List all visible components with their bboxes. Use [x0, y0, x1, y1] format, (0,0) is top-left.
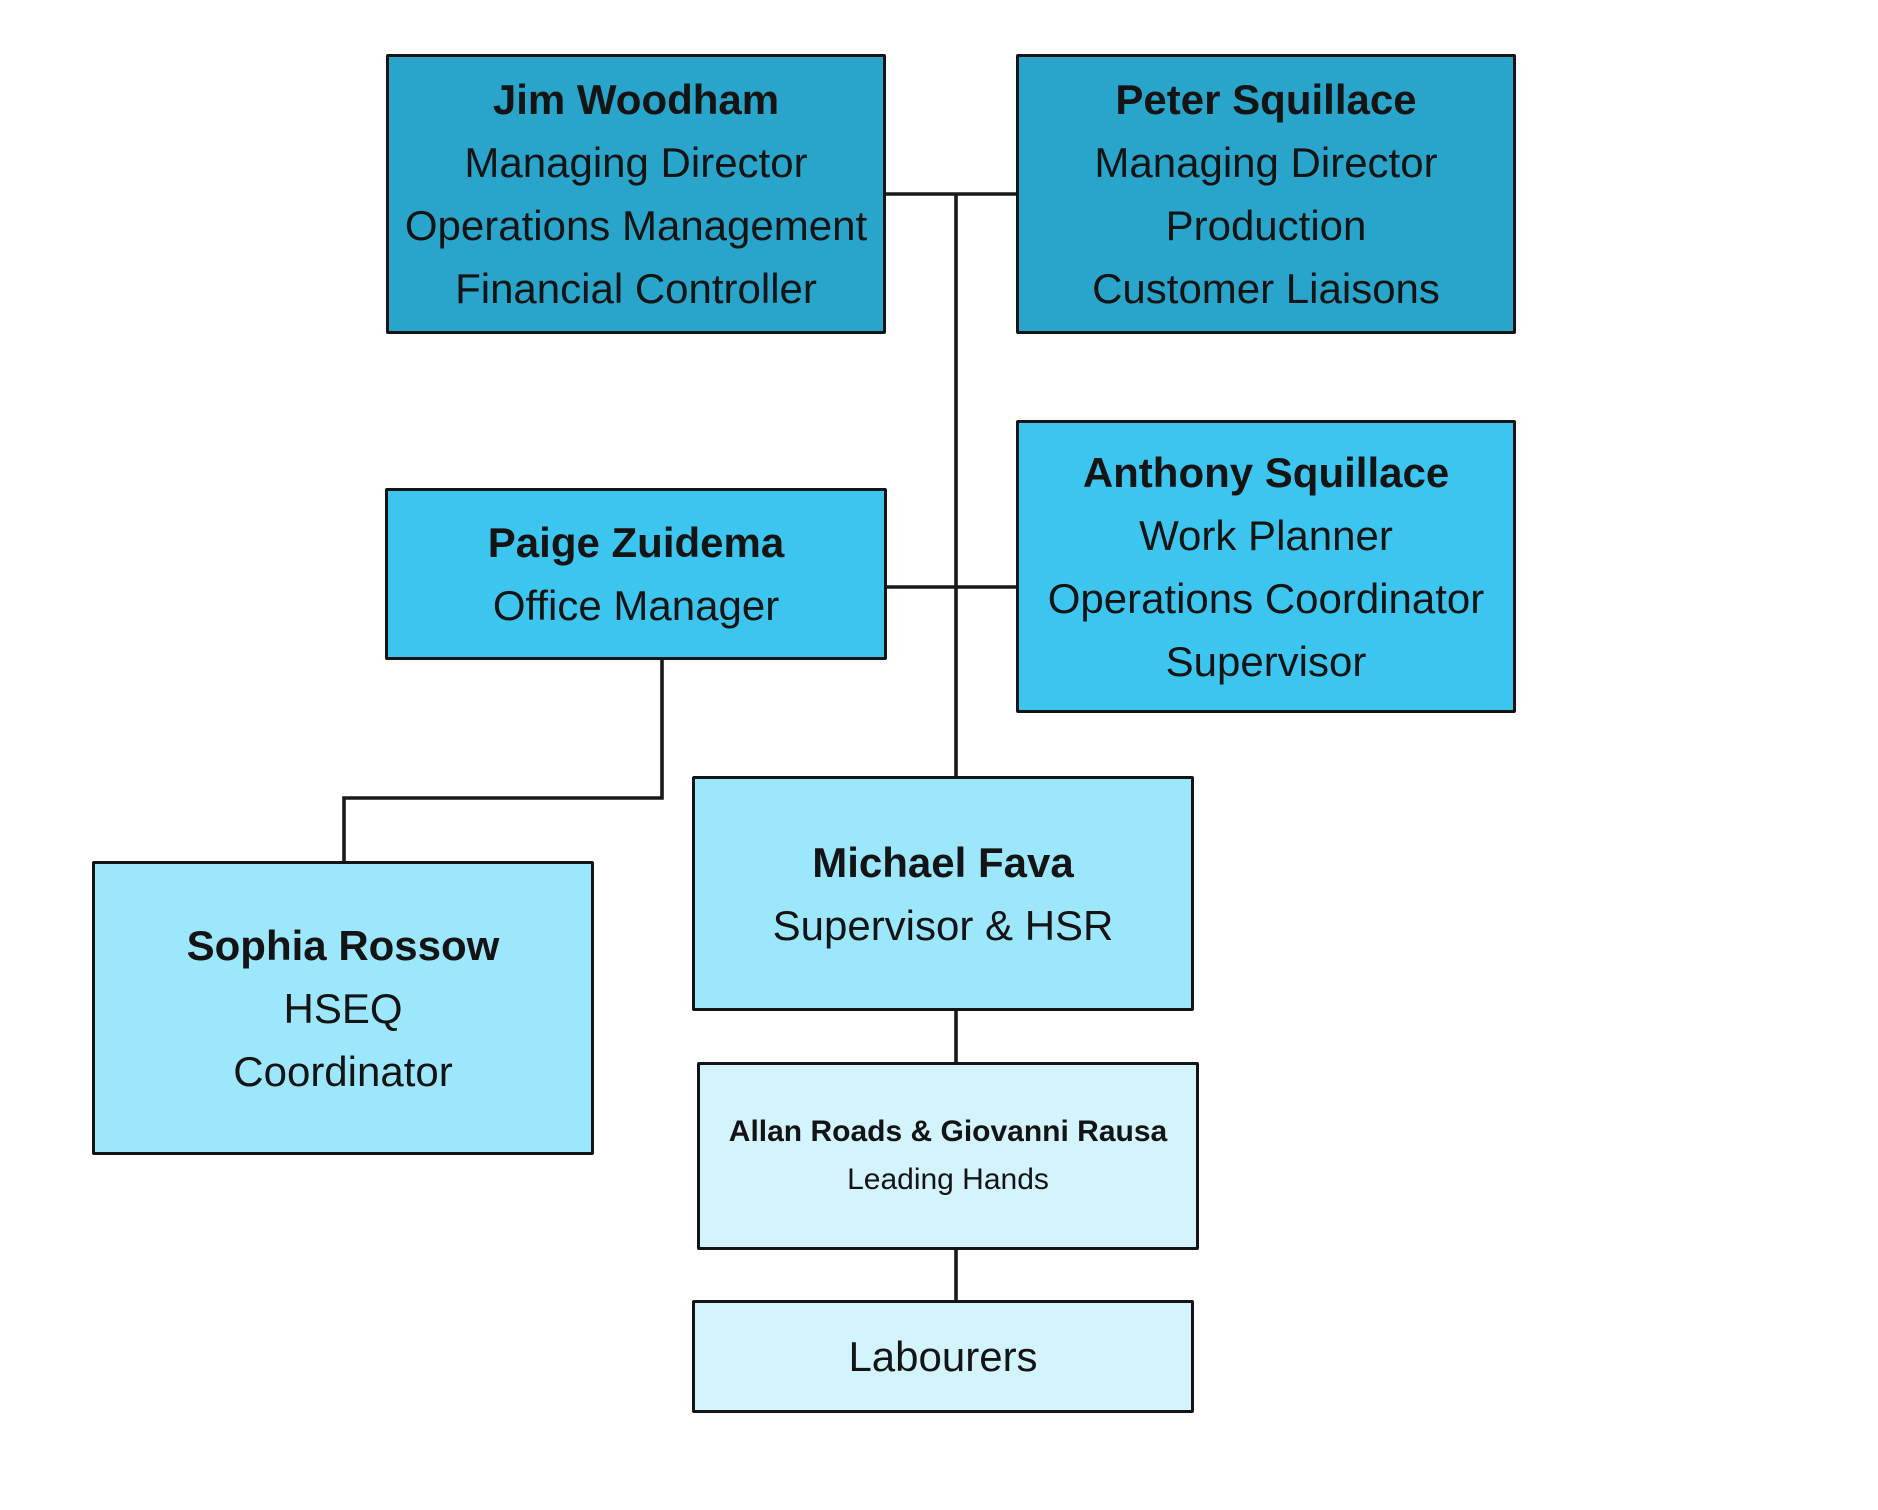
- node-name: Allan Roads & Giovanni Rausa: [728, 1115, 1168, 1148]
- node-role: Leading Hands: [847, 1163, 1049, 1196]
- node-role: Supervisor & HSR: [772, 901, 1114, 949]
- node-role: Supervisor: [1165, 637, 1367, 685]
- node-role: Customer Liaisons: [1092, 265, 1440, 312]
- node-name: Jim Woodham: [492, 76, 780, 123]
- node-michael-fava: Michael Fava Supervisor & HSR: [692, 776, 1194, 1011]
- connector-paige-sophia: [342, 660, 664, 861]
- node-role: Work Planner: [1139, 511, 1393, 559]
- node-sophia-rossow: Sophia Rossow HSEQ Coordinator: [92, 861, 594, 1155]
- node-name: Paige Zuidema: [487, 519, 785, 566]
- node-role: Operations Coordinator: [1047, 574, 1485, 622]
- node-name: Michael Fava: [812, 838, 1074, 886]
- node-role: Production: [1165, 202, 1367, 249]
- node-role: Coordinator: [233, 1047, 453, 1095]
- node-name: Anthony Squillace: [1082, 448, 1450, 496]
- node-role: Financial Controller: [455, 265, 817, 312]
- node-role: Office Manager: [492, 582, 780, 629]
- node-name: Sophia Rossow: [186, 921, 500, 969]
- node-role: HSEQ: [283, 984, 403, 1032]
- node-labourers: Labourers: [692, 1300, 1194, 1413]
- node-peter-squillace: Peter Squillace Managing Director Produc…: [1016, 54, 1516, 334]
- node-paige-zuidema: Paige Zuidema Office Manager: [385, 488, 887, 660]
- node-jim-woodham: Jim Woodham Managing Director Operations…: [386, 54, 886, 334]
- node-name: Peter Squillace: [1115, 76, 1417, 123]
- node-role: Managing Director: [464, 139, 808, 186]
- node-role: Operations Management: [404, 202, 868, 249]
- node-leading-hands: Allan Roads & Giovanni Rausa Leading Han…: [697, 1062, 1199, 1250]
- node-role: Labourers: [848, 1333, 1038, 1380]
- node-role: Managing Director: [1094, 139, 1438, 186]
- node-anthony-squillace: Anthony Squillace Work Planner Operation…: [1016, 420, 1516, 713]
